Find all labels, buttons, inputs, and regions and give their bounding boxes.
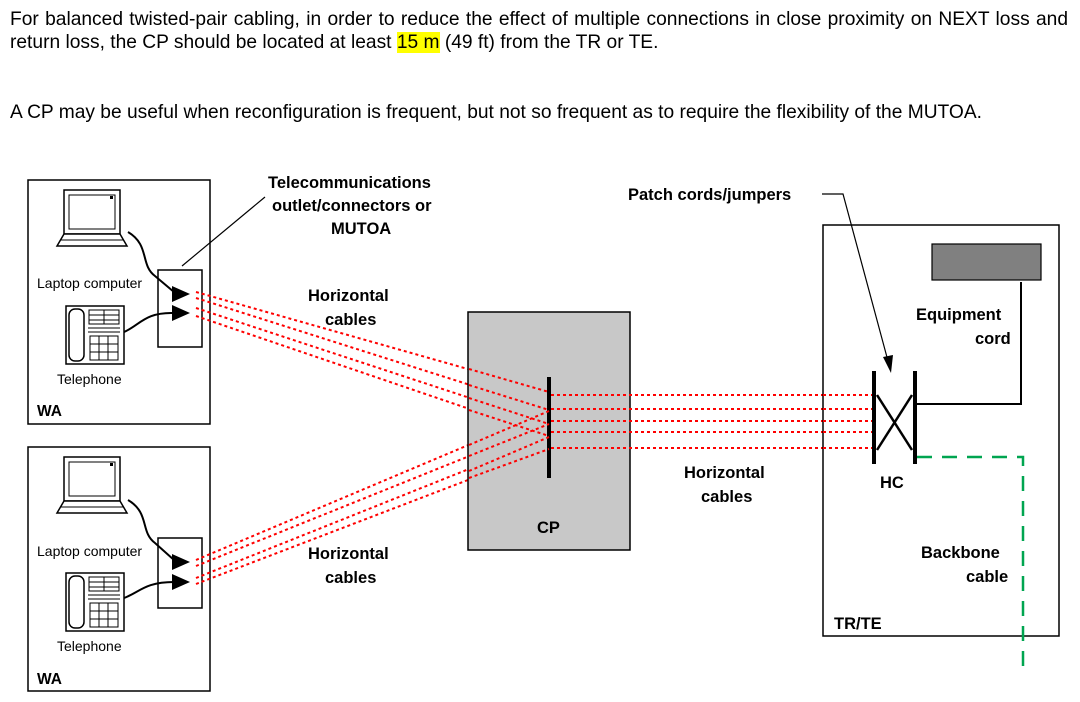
connector-arrow-icon	[172, 554, 190, 570]
outlet-connectors-bottom	[157, 537, 203, 609]
horizontal-cross-connect	[872, 371, 917, 464]
telephone-cord	[123, 311, 175, 333]
hc-label: HC	[880, 474, 904, 492]
horizontal-cables-middle-line2: cables	[701, 488, 752, 506]
horizontal-cables-bottom-line2: cables	[325, 569, 376, 587]
backbone-cable-line1: Backbone	[921, 544, 1000, 562]
work-area-top: Laptop computer Telephone WA	[27, 179, 211, 425]
horizontal-cables-inside-room	[823, 394, 872, 449]
work-area-label: WA	[37, 403, 62, 420]
work-area-bottom: Laptop computer Telephone WA	[27, 446, 211, 692]
telephone-icon	[65, 305, 125, 365]
paragraph-text-before: For balanced twisted-pair cabling, in or…	[10, 9, 1068, 53]
equipment-cord-line2: cord	[975, 330, 1011, 348]
outlet-label-line1: Telecommunications	[268, 174, 431, 192]
tr-te-label: TR/TE	[834, 615, 882, 633]
telephone-icon	[65, 572, 125, 632]
connector-arrow-icon	[172, 286, 190, 302]
laptop-cord	[127, 499, 175, 561]
horizontal-cables-bottom-line1: Horizontal	[308, 545, 389, 563]
laptop-label: Laptop computer	[37, 543, 142, 559]
telecom-room-box	[822, 224, 1060, 637]
patch-cords-label: Patch cords/jumpers	[628, 186, 791, 204]
paragraph-text-after: (49 ft) from the TR or TE.	[439, 32, 659, 53]
laptop-icon	[56, 456, 128, 514]
paragraph-cp-usefulness: A CP may be useful when reconfiguration …	[10, 102, 982, 123]
outlet-connectors-top	[157, 269, 203, 348]
telephone-label: Telephone	[57, 638, 122, 654]
horizontal-cables-middle-line1: Horizontal	[684, 464, 765, 482]
laptop-icon	[56, 189, 128, 247]
horizontal-cables-inside-cp	[468, 368, 550, 479]
outlet-leader-line	[181, 196, 266, 267]
backbone-cable	[917, 455, 1025, 675]
work-area-label: WA	[37, 671, 62, 688]
paragraph-cp-distance: For balanced twisted-pair cabling, in or…	[10, 8, 1068, 54]
horizontal-cables-top-line2: cables	[325, 311, 376, 329]
connector-arrow-icon	[172, 305, 190, 321]
equipment-unit	[931, 243, 1042, 281]
outlet-label-line3: MUTOA	[331, 220, 391, 238]
outlet-label-line2: outlet/connectors or	[272, 197, 432, 215]
equipment-cord-line1: Equipment	[916, 306, 1002, 324]
highlighted-distance: 15 m	[396, 32, 440, 53]
telephone-cord	[123, 581, 175, 599]
laptop-cord	[127, 231, 175, 293]
cp-label: CP	[537, 519, 560, 537]
horizontal-cables-top-line1: Horizontal	[308, 287, 389, 305]
patch-cords-leader	[822, 193, 889, 362]
equipment-cord	[916, 282, 1022, 405]
arrow-head-icon	[883, 355, 893, 373]
connector-arrow-icon	[172, 574, 190, 590]
backbone-cable-line2: cable	[966, 568, 1008, 586]
telephone-label: Telephone	[57, 371, 122, 387]
laptop-label: Laptop computer	[37, 275, 142, 291]
